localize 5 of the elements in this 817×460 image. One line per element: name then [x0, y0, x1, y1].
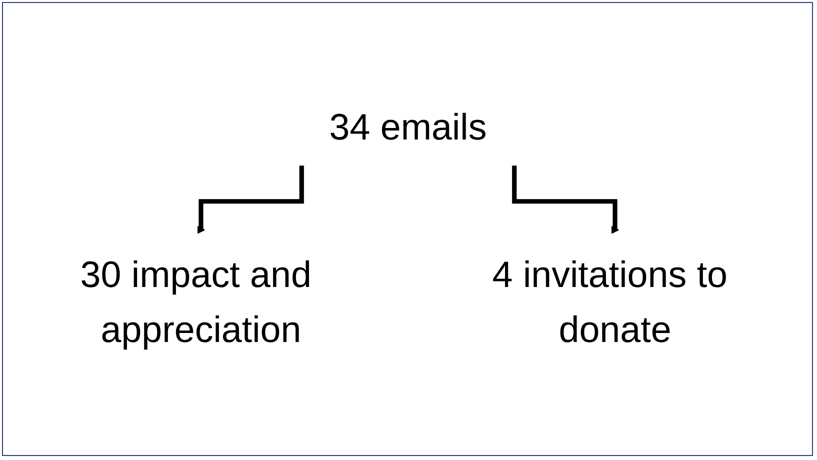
- node-text: 4 invitations to donate: [492, 254, 728, 350]
- node-text: 34 emails: [328, 108, 486, 148]
- arrow: [512, 166, 619, 234]
- node-text: 30 impact and appreciation: [80, 254, 311, 350]
- arrow: [196, 166, 304, 234]
